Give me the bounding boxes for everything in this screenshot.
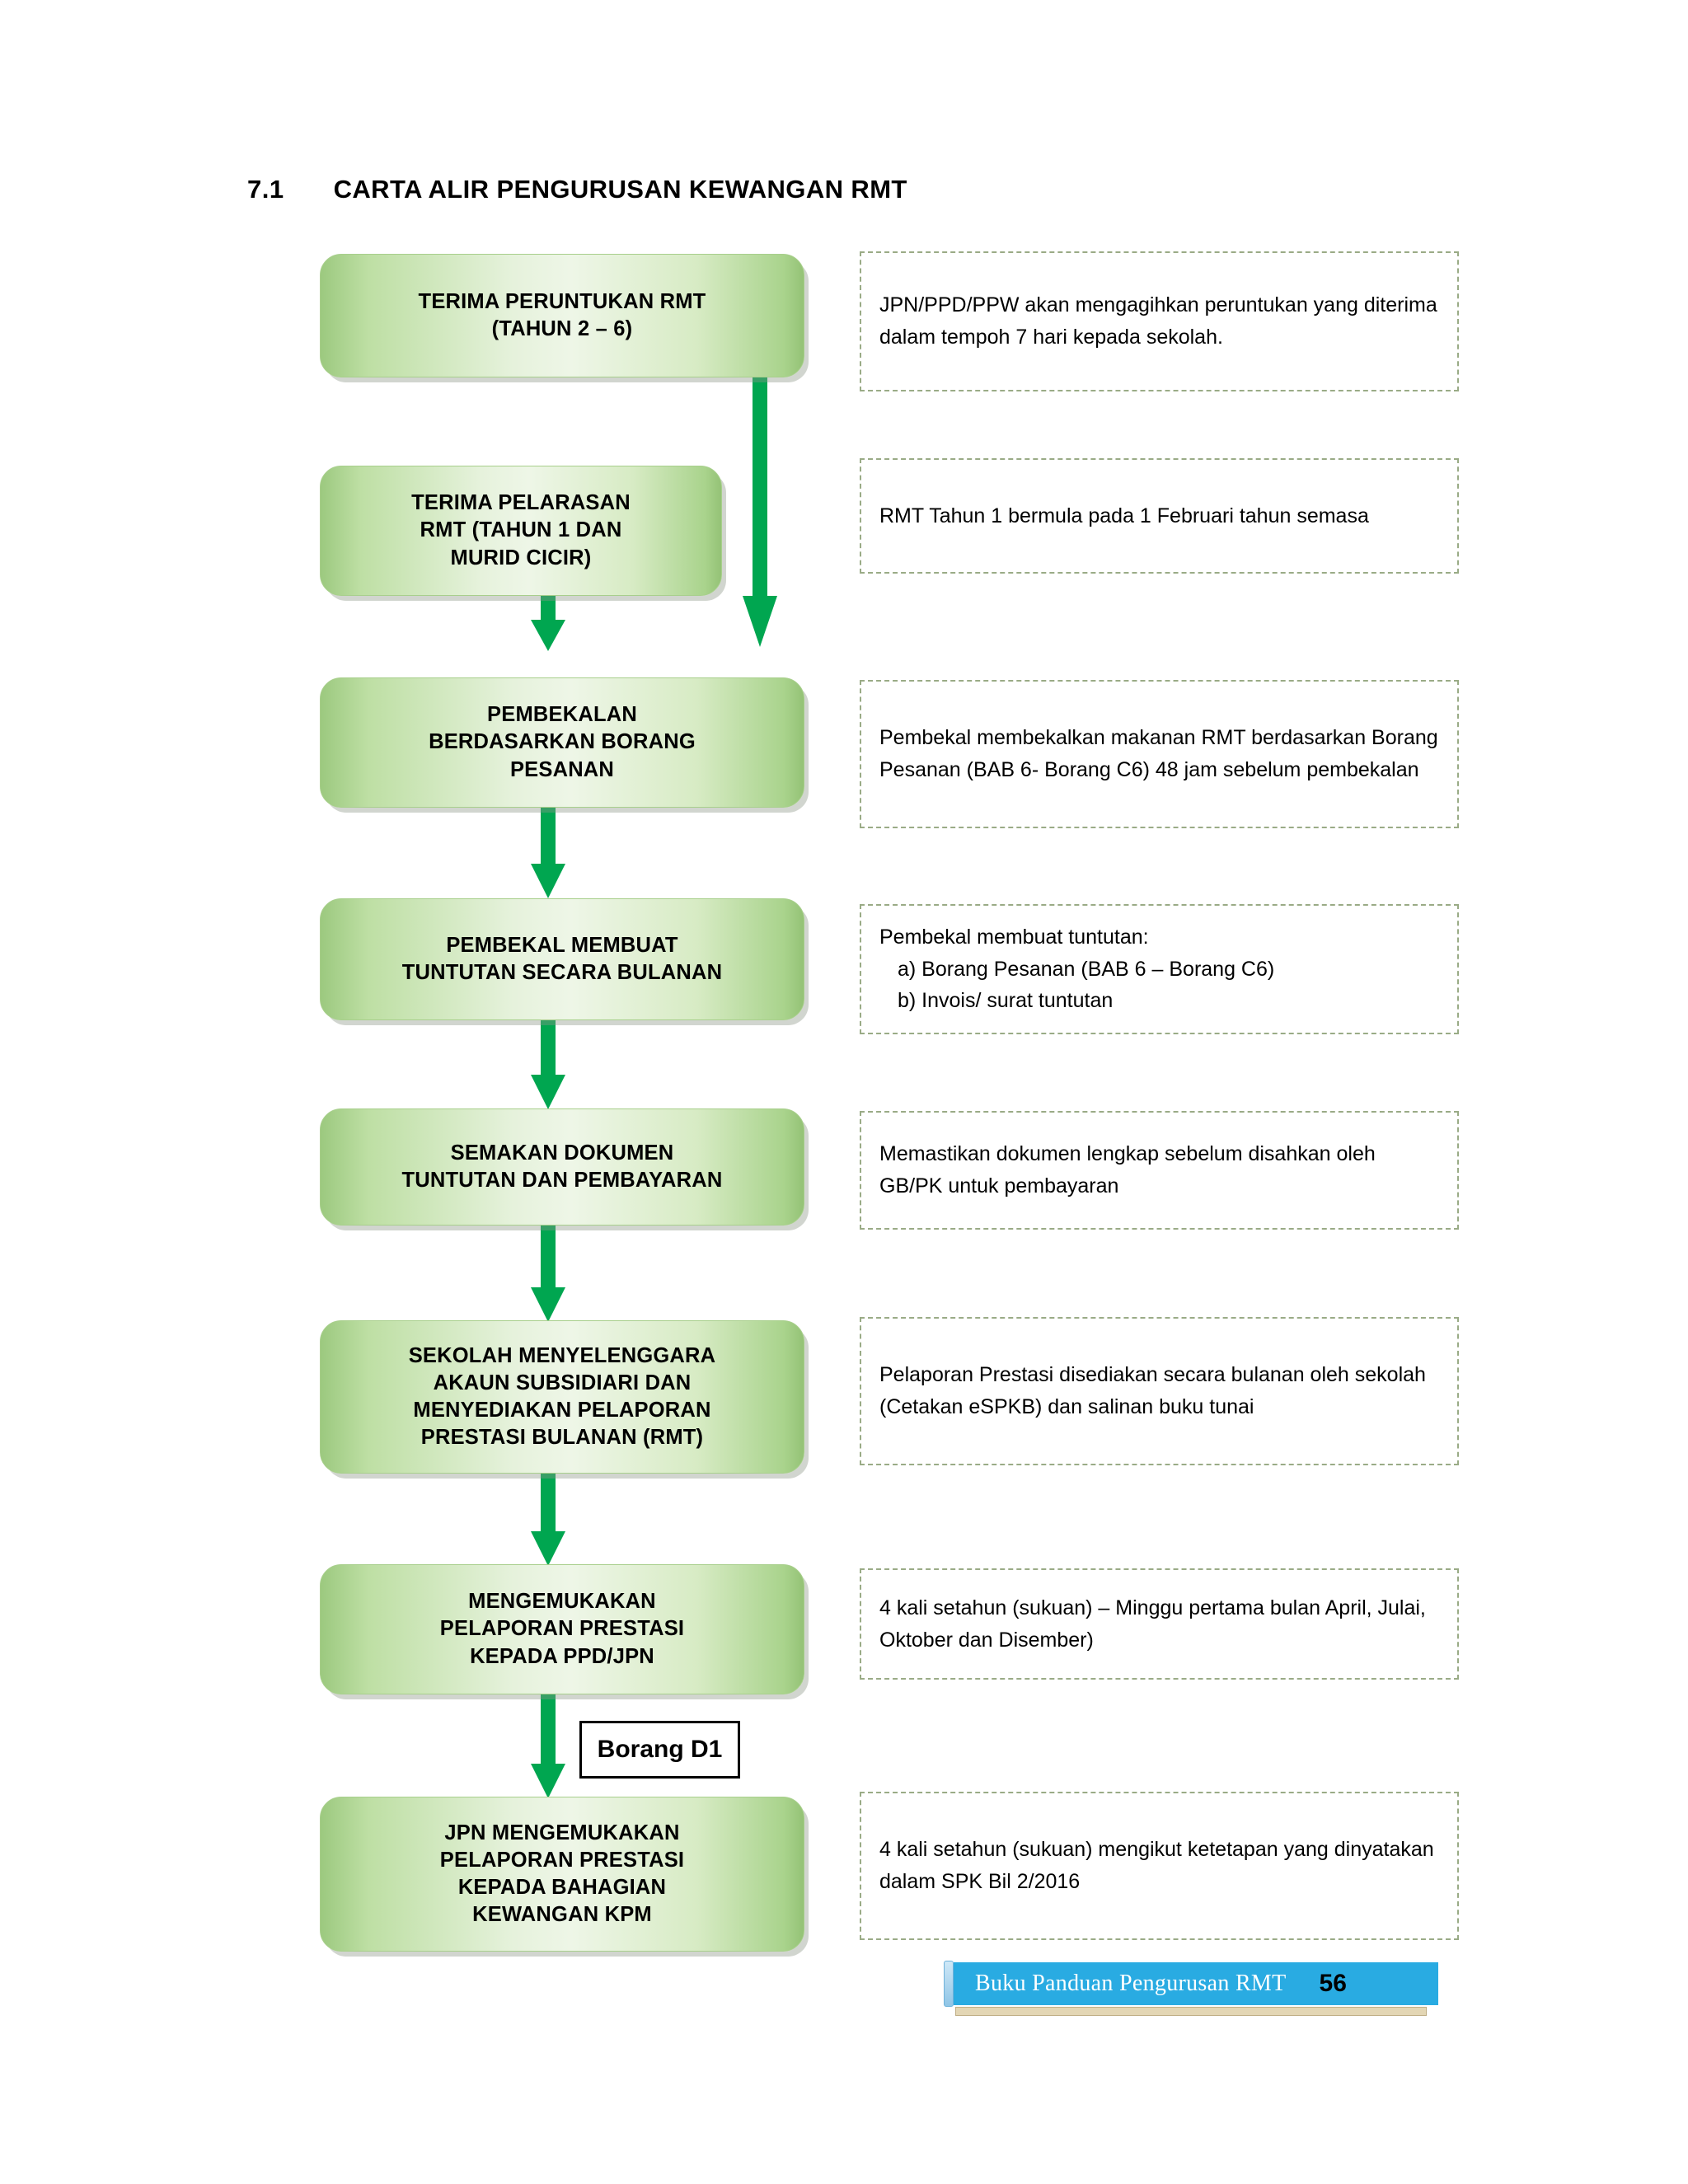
flow-step-line: AKAUN SUBSIDIARI DAN (433, 1371, 692, 1394)
flow-step-line: KEWANGAN KPM (472, 1903, 652, 1927)
flow-step-line: KEPADA BAHAGIAN (457, 1876, 667, 1899)
note-pembekalan: Pembekal membekalkan makanan RMT berdasa… (860, 680, 1459, 828)
note-text: 4 kali setahun (sukuan) mengikut ketetap… (879, 1838, 1434, 1893)
flow-step-label: PEMBEKAL MEMBUAT TUNTUTAN SECARA BULANAN (402, 932, 722, 987)
flow-step-line: PEMBEKALAN (487, 703, 637, 727)
flow-step-line: JPN MENGEMUKAKAN (444, 1821, 680, 1844)
connector-tag-label: Borang D1 (597, 1736, 723, 1763)
note-text: JPN/PPD/PPW akan mengagihkan peruntukan … (879, 293, 1437, 349)
flow-step-label: JPN MENGEMUKAKAN PELAPORAN PRESTASI KEPA… (440, 1820, 684, 1929)
flow-step-line: TERIMA PELARASAN (411, 491, 631, 515)
footer-bar: Buku Panduan Pengurusan RMT 56 (954, 1962, 1438, 2005)
flow-step-line: PRESTASI BULANAN (RMT) (420, 1426, 704, 1450)
note-pelaporan: Pelaporan Prestasi disediakan secara bul… (860, 1317, 1459, 1465)
flow-arrow-long-step1-to-step3 (740, 375, 780, 647)
flow-step-line: RMT (TAHUN 1 DAN (420, 518, 622, 542)
flow-step-line: TUNTUTAN DAN PEMBAYARAN (401, 1169, 723, 1192)
flow-step-line: MENGEMUKAKAN (468, 1590, 656, 1614)
flow-step-label: SEKOLAH MENYELENGGARA AKAUN SUBSIDIARI D… (409, 1343, 716, 1452)
flow-step-terima-peruntukan[interactable]: TERIMA PERUNTUKAN RMT (TAHUN 2 – 6) (320, 254, 804, 377)
flow-step-label: PEMBEKALAN BERDASARKAN BORANG PESANAN (429, 701, 696, 783)
flow-step-pembekalan[interactable]: PEMBEKALAN BERDASARKAN BORANG PESANAN (320, 677, 804, 808)
flow-step-label: TERIMA PELARASAN RMT (TAHUN 1 DAN MURID … (411, 490, 631, 571)
flow-step-line: PELAPORAN PRESTASI (439, 1848, 685, 1872)
flow-step-line: PEMBEKAL MEMBUAT (446, 933, 678, 957)
note-text: 4 kali setahun (sukuan) – Minggu pertama… (879, 1596, 1426, 1652)
note-sukuan-ppd: 4 kali setahun (sukuan) – Minggu pertama… (860, 1568, 1459, 1680)
section-number: 7.1 (247, 175, 284, 204)
flow-step-line: SEMAKAN DOKUMEN (450, 1141, 674, 1165)
flow-step-line: TUNTUTAN SECARA BULANAN (401, 961, 723, 984)
flow-step-label: MENGEMUKAKAN PELAPORAN PRESTASI KEPADA P… (440, 1588, 684, 1670)
flow-step-terima-pelarasan[interactable]: TERIMA PELARASAN RMT (TAHUN 1 DAN MURID … (320, 466, 722, 596)
flow-step-label: TERIMA PERUNTUKAN RMT (TAHUN 2 – 6) (419, 288, 706, 343)
footer-title: Buku Panduan Pengurusan RMT (975, 1971, 1287, 1996)
footer-banner: Buku Panduan Pengurusan RMT 56 (944, 1960, 1438, 2016)
ribbon-end-decoration (944, 1961, 954, 2007)
flow-step-line: MURID CICIR) (450, 546, 592, 569)
note-pelarasan: RMT Tahun 1 bermula pada 1 Februari tahu… (860, 458, 1459, 574)
flow-step-line: KEPADA PPD/JPN (470, 1644, 654, 1668)
note-semakan: Memastikan dokumen lengkap sebelum disah… (860, 1111, 1459, 1230)
flow-arrow-step3-to-step4 (528, 806, 568, 898)
flow-step-sekolah-menyelenggara[interactable]: SEKOLAH MENYELENGGARA AKAUN SUBSIDIARI D… (320, 1320, 804, 1474)
note-text: RMT Tahun 1 bermula pada 1 Februari tahu… (879, 504, 1369, 527)
flow-arrow-step2-to-step3 (528, 595, 568, 651)
flow-step-line: (TAHUN 2 – 6) (491, 317, 633, 340)
page-number: 56 (1319, 1970, 1347, 1997)
flow-arrow-step7-to-step8 (528, 1691, 568, 1798)
ruler-decoration (955, 2007, 1427, 2016)
flow-step-semakan-dokumen[interactable]: SEMAKAN DOKUMEN TUNTUTAN DAN PEMBAYARAN (320, 1108, 804, 1226)
flow-step-mengemukakan-ppd-jpn[interactable]: MENGEMUKAKAN PELAPORAN PRESTASI KEPADA P… (320, 1564, 804, 1694)
flow-arrow-step6-to-step7 (528, 1474, 568, 1566)
flow-step-line: PELAPORAN PRESTASI (439, 1617, 685, 1641)
flow-step-line: PESANAN (509, 757, 615, 781)
note-sukuan-jpn: 4 kali setahun (sukuan) mengikut ketetap… (860, 1792, 1459, 1940)
flow-step-line: MENYEDIAKAN PELAPORAN (413, 1399, 711, 1422)
flow-step-line: SEKOLAH MENYELENGGARA (408, 1343, 716, 1367)
note-item-list: a) Borang Pesanan (BAB 6 – Borang C6) b)… (879, 954, 1274, 1018)
flow-step-line: BERDASARKAN BORANG (429, 730, 696, 754)
flow-step-label: SEMAKAN DOKUMEN TUNTUTAN DAN PEMBAYARAN (401, 1140, 722, 1194)
note-peruntukan: JPN/PPD/PPW akan mengagihkan peruntukan … (860, 251, 1459, 391)
flow-step-pembekal-tuntutan[interactable]: PEMBEKAL MEMBUAT TUNTUTAN SECARA BULANAN (320, 898, 804, 1020)
connector-tag-borang-d1[interactable]: Borang D1 (579, 1721, 740, 1779)
flow-arrow-step4-to-step5 (528, 1020, 568, 1109)
note-tuntutan: Pembekal membuat tuntutan: a) Borang Pes… (860, 904, 1459, 1034)
flow-step-line: TERIMA PERUNTUKAN RMT (418, 289, 706, 313)
note-item: a) Borang Pesanan (BAB 6 – Borang C6) (898, 957, 1275, 981)
note-text: Pembekal membekalkan makanan RMT berdasa… (879, 726, 1438, 781)
note-text: Pembekal membuat tuntutan: a) Borang Pes… (879, 921, 1274, 1017)
flow-step-jpn-mengemukakan[interactable]: JPN MENGEMUKAKAN PELAPORAN PRESTASI KEPA… (320, 1797, 804, 1952)
section-title: CARTA ALIR PENGURUSAN KEWANGAN RMT (333, 175, 907, 204)
page-title: 7.1 CARTA ALIR PENGURUSAN KEWANGAN RMT (247, 175, 907, 204)
note-text: Pelaporan Prestasi disediakan secara bul… (879, 1363, 1426, 1418)
note-intro: Pembekal membuat tuntutan: (879, 925, 1149, 949)
note-item: b) Invois/ surat tuntutan (898, 989, 1114, 1013)
note-text: Memastikan dokumen lengkap sebelum disah… (879, 1142, 1376, 1197)
flow-arrow-step5-to-step6 (528, 1225, 568, 1322)
